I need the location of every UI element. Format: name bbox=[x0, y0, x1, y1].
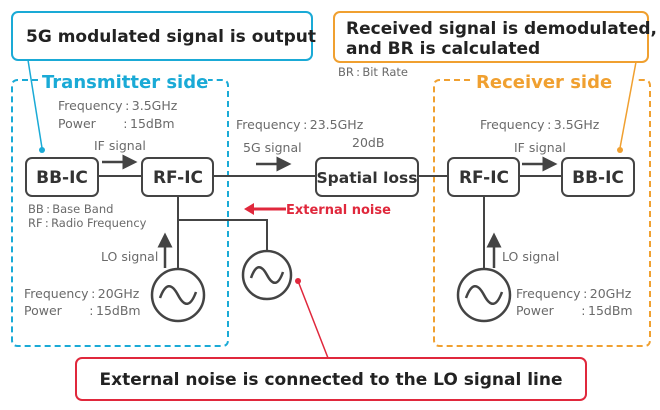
receiver-callout bbox=[333, 11, 649, 63]
transmitter-callout-text: 5G modulated signal is output bbox=[26, 27, 316, 47]
noise-feed-line bbox=[178, 219, 268, 250]
tx-lo-power: Power : 15dBm bbox=[24, 303, 141, 318]
rx-lo-signal-label: LO signal bbox=[502, 249, 559, 264]
tx-rf-ic-block: RF-IC bbox=[141, 157, 214, 197]
br-note: BR : Bit Rate bbox=[338, 65, 408, 79]
transmitter-callout-dot bbox=[39, 147, 45, 153]
tx-lo-source-icon bbox=[150, 267, 206, 323]
noise-source-icon bbox=[241, 249, 293, 301]
external-noise-arrowhead bbox=[244, 203, 254, 215]
rx-lo-power: Power : 15dBm bbox=[516, 303, 633, 318]
rx-if-signal-label: IF signal bbox=[514, 140, 566, 155]
rx-if-frequency: Frequency : 3.5GHz bbox=[480, 117, 600, 132]
transmitter-title: Transmitter side bbox=[42, 72, 208, 93]
rx-lo-frequency: Frequency : 20GHz bbox=[516, 286, 632, 301]
tx-lo-signal-label: LO signal bbox=[101, 249, 158, 264]
tx-bb-ic-block: BB-IC bbox=[25, 157, 99, 197]
rx-rf-ic-block: RF-IC bbox=[447, 157, 520, 197]
tx-rf-ic-label: RF-IC bbox=[153, 168, 203, 188]
bb-note: BB : Base Band bbox=[28, 202, 113, 216]
channel-frequency: Frequency : 23.5GHz bbox=[236, 117, 364, 132]
noise-callout-pointer bbox=[297, 280, 329, 359]
tx-bb-ic-label: BB-IC bbox=[36, 168, 88, 188]
receiver-callout-line2: and BR is calculated bbox=[346, 39, 540, 59]
tx-if-frequency: Frequency : 3.5GHz bbox=[58, 98, 178, 113]
receiver-title: Receiver side bbox=[476, 72, 612, 93]
transmitter-callout-pointer bbox=[27, 59, 43, 149]
noise-callout bbox=[75, 357, 587, 401]
tx-if-power: Power : 15dBm bbox=[58, 116, 175, 131]
5g-signal-label: 5G signal bbox=[243, 140, 302, 155]
rx-bb-ic-label: BB-IC bbox=[572, 168, 624, 188]
receiver-callout-line1: Received signal is demodulated, bbox=[346, 19, 657, 39]
spatial-loss-label: Spatial loss bbox=[316, 169, 417, 187]
receiver-region bbox=[433, 79, 651, 347]
rx-rf-ic-label: RF-IC bbox=[459, 168, 509, 188]
tx-lo-frequency: Frequency : 20GHz bbox=[24, 286, 140, 301]
transmitter-callout bbox=[11, 11, 313, 61]
receiver-callout-pointer bbox=[619, 61, 637, 149]
rf-note: RF : Radio Frequency bbox=[28, 216, 147, 230]
external-noise-label: External noise bbox=[286, 203, 391, 218]
rx-bb-ic-block: BB-IC bbox=[561, 157, 635, 197]
loss-value: 20dB bbox=[352, 135, 384, 150]
noise-callout-text: External noise is connected to the LO si… bbox=[99, 370, 562, 390]
receiver-callout-dot bbox=[617, 147, 623, 153]
spatial-loss-block: Spatial loss bbox=[315, 157, 419, 197]
transmitter-region bbox=[11, 79, 229, 347]
tx-if-signal-label: IF signal bbox=[94, 138, 146, 153]
rx-lo-source-icon bbox=[456, 267, 512, 323]
